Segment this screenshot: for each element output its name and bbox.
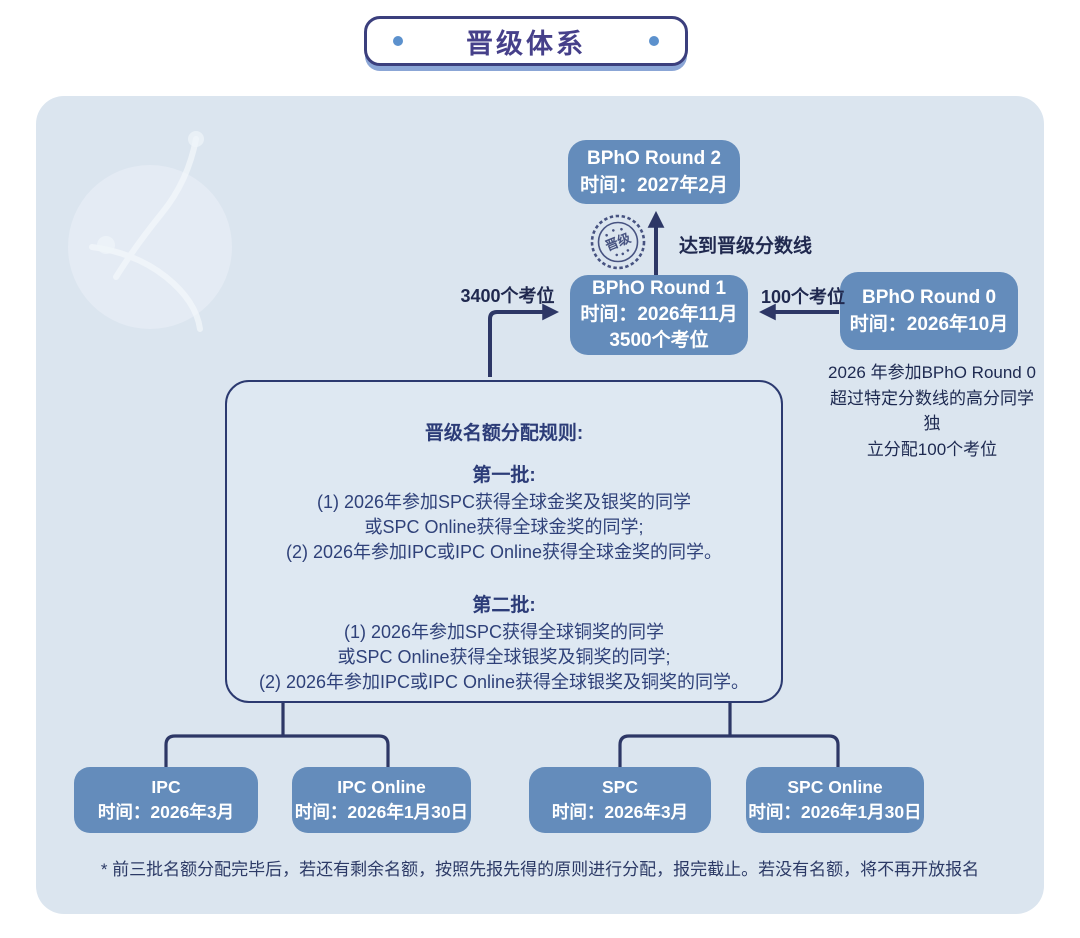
batch-2-line: (1) 2026年参加SPC获得全球铜奖的同学	[343, 622, 665, 642]
rules-box: 晋级名额分配规则: 第一批: (1) 2026年参加SPC获得全球金奖及银奖的同…	[225, 380, 783, 703]
label-seats-100: 100个考位	[760, 287, 846, 307]
node-time: 时间：2026年3月	[551, 802, 689, 822]
node-name: BPhO Round 1	[591, 278, 727, 299]
badge-dot-left-icon	[393, 36, 403, 46]
node-time: 时间：2026年1月30日	[748, 802, 922, 822]
batch-2-line: 或SPC Online获得全球银奖及铜奖的同学;	[337, 647, 671, 667]
node-bpho-round1: BPhO Round 1 时间：2026年11月 3500个考位	[570, 275, 748, 355]
title-badge: 晋级体系	[364, 16, 688, 66]
batch-2-line: (2) 2026年参加IPC或IPC Online获得全球银奖及铜奖的同学。	[258, 672, 750, 692]
footnote: * 前三批名额分配完毕后，若还有剩余名额，按照先报先得的原则进行分配，报完截止。…	[100, 860, 980, 879]
round0-note-line: 立分配100个考位	[866, 439, 998, 459]
label-seats-3400: 3400个考位	[460, 286, 555, 306]
connector-tree-right	[618, 703, 840, 767]
batch-1-line: 或SPC Online获得全球金奖的同学;	[364, 517, 644, 537]
batch-1-line: (2) 2026年参加IPC或IPC Online获得全球金奖的同学。	[285, 542, 723, 562]
node-bpho-round2: BPhO Round 2 时间：2027年2月	[568, 140, 740, 204]
badge-dot-right-icon	[649, 36, 659, 46]
batch-1-header: 第一批:	[472, 465, 536, 486]
watermark-globe	[68, 131, 232, 332]
node-name: BPhO Round 2	[586, 148, 722, 169]
node-name: BPhO Round 0	[861, 287, 997, 308]
node-time: 时间：2026年10月	[849, 314, 1009, 335]
page-title: 晋级体系	[466, 28, 586, 59]
node-time: 时间：2026年11月	[580, 304, 738, 325]
node-spc: SPC 时间：2026年3月	[529, 767, 711, 833]
promotion-stamp-icon: 晋级	[590, 214, 646, 270]
node-seats: 3500个考位	[609, 330, 709, 351]
stamp-label: 晋级	[603, 230, 634, 254]
node-ipc-online: IPC Online 时间：2026年1月30日	[292, 767, 471, 833]
node-name: SPC Online	[787, 777, 883, 797]
round0-note-line: 2026 年参加BPhO Round 0	[828, 363, 1036, 382]
label-promotion-threshold: 达到晋级分数线	[679, 236, 813, 257]
node-name: IPC Online	[337, 777, 426, 797]
node-ipc: IPC 时间：2026年3月	[74, 767, 258, 833]
arrow-rules-to-round1	[488, 303, 560, 377]
round0-note: 2026 年参加BPhO Round 0 超过特定分数线的高分同学独 立分配10…	[826, 360, 1038, 462]
batch-1-line: (1) 2026年参加SPC获得全球金奖及银奖的同学	[316, 492, 692, 512]
node-spc-online: SPC Online 时间：2026年1月30日	[746, 767, 924, 833]
node-time: 时间：2026年1月30日	[294, 802, 469, 822]
rules-title: 晋级名额分配规则:	[424, 423, 584, 444]
node-time: 时间：2027年2月	[580, 175, 728, 196]
round0-note-line: 超过特定分数线的高分同学独	[830, 388, 1034, 434]
node-bpho-round0: BPhO Round 0 时间：2026年10月	[840, 272, 1018, 350]
node-time: 时间：2026年3月	[97, 802, 235, 822]
batch-2-header: 第二批:	[472, 595, 536, 616]
node-name: SPC	[602, 777, 638, 797]
node-name: IPC	[151, 777, 181, 797]
connector-tree-left	[164, 703, 390, 767]
